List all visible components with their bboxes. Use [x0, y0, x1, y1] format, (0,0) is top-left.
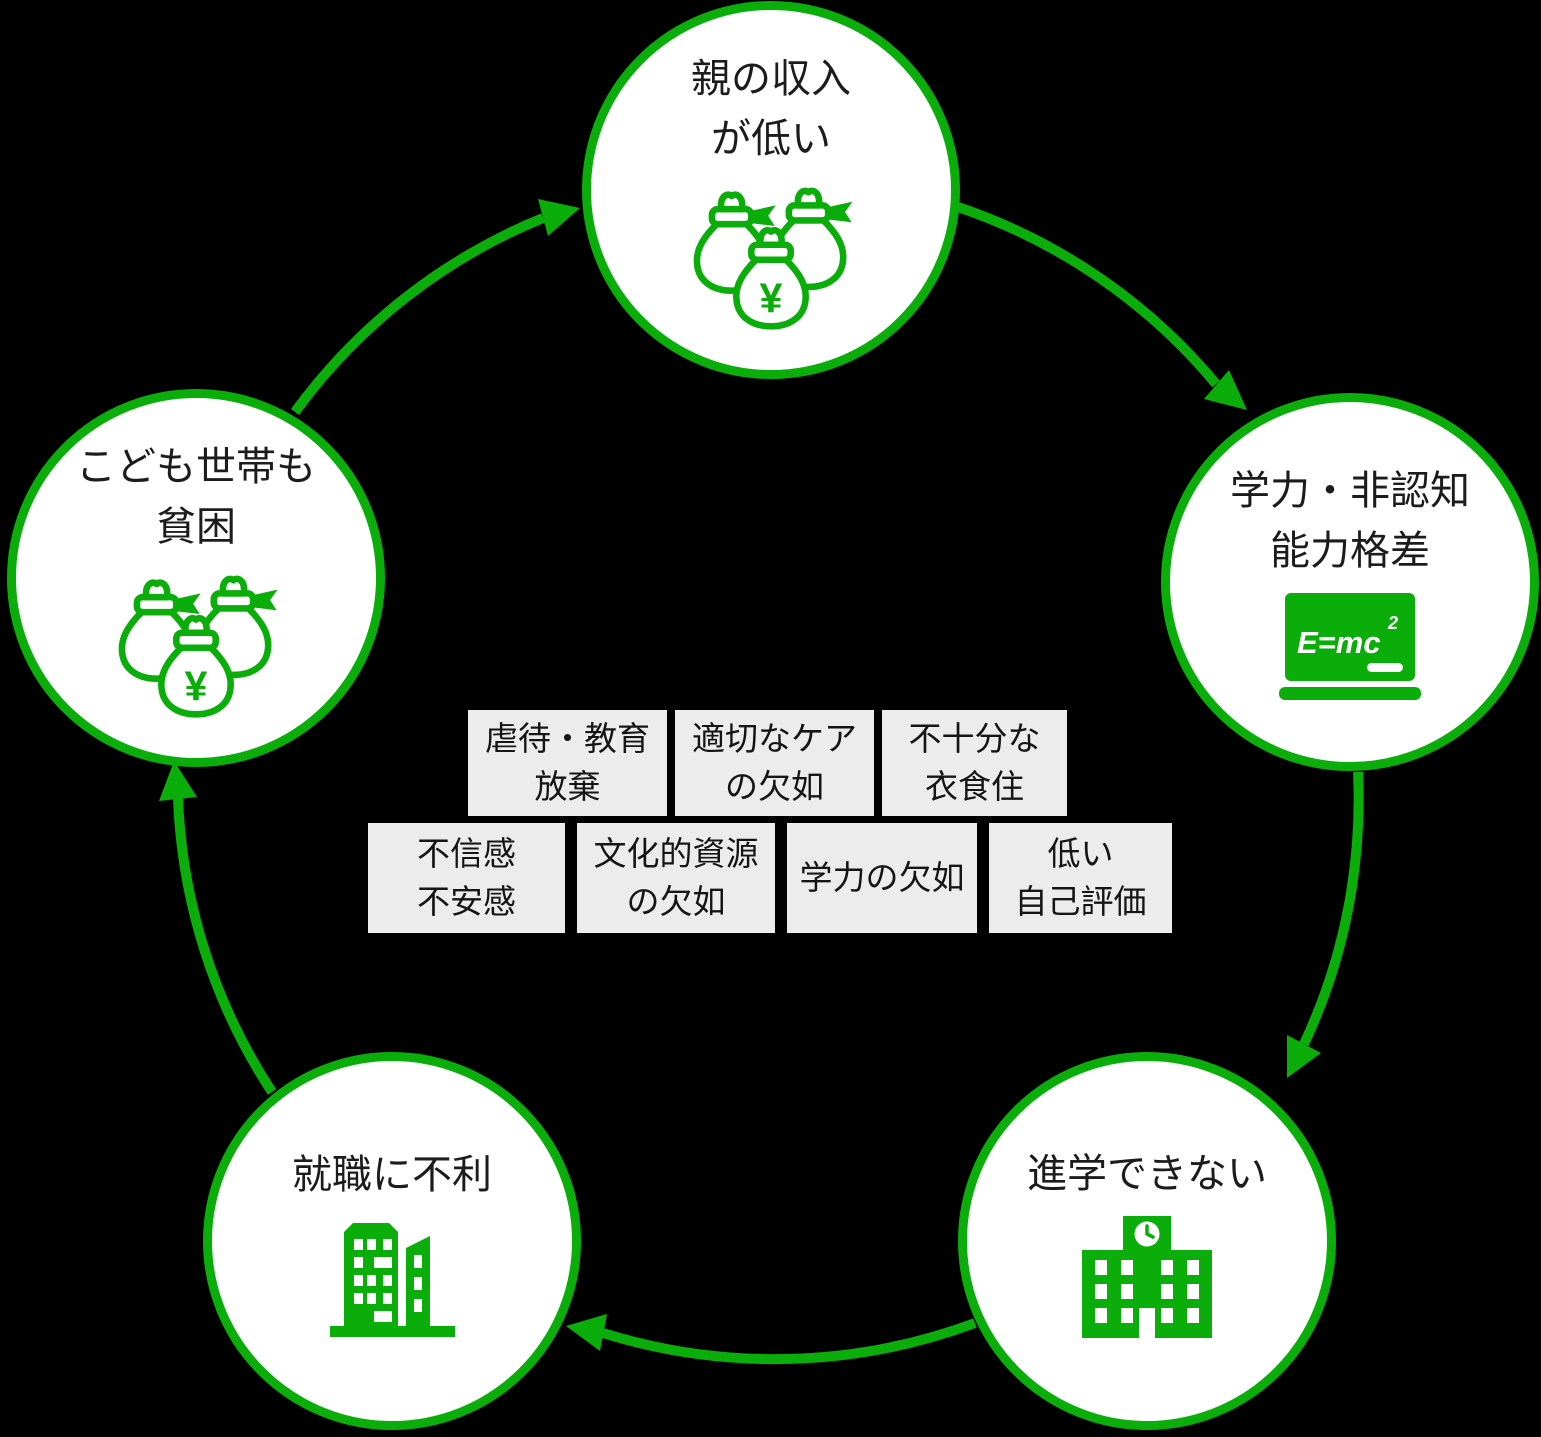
node-parent-low-income: 親の収入 が低い ¥: [582, 1, 960, 379]
arc-bottom-left-to-left: [173, 797, 277, 1095]
factor-box: 不信感不安感: [368, 823, 565, 933]
arrowhead-icon: [566, 1314, 607, 1351]
factor-box: 適切なケアの欠如: [675, 710, 874, 816]
arrowhead-icon: [159, 761, 197, 801]
factor-box: 学力の欠如: [787, 823, 977, 933]
arc-left-to-top: [290, 213, 545, 415]
node-child-household-poverty: こども世帯も 貧困 ¥: [7, 389, 385, 767]
blackboard-icon: E=mc 2: [1279, 593, 1421, 700]
factor-box: 不十分な衣食住: [882, 710, 1067, 816]
svg-text:E=mc: E=mc: [1297, 625, 1381, 660]
factor-box: 虐待・教育放棄: [468, 710, 667, 816]
svg-text:¥: ¥: [760, 275, 783, 321]
factor-box: 低い自己評価: [989, 823, 1172, 933]
arrowhead-icon: [538, 199, 580, 236]
node-label: 親の収入 が低い: [691, 57, 851, 161]
money-bags-icon: ¥: [683, 181, 859, 331]
node-employment-disadvantage: 就職に不利: [203, 1052, 581, 1430]
money-bags-icon: ¥: [108, 569, 284, 719]
arc-right-to-bottom-right: [1299, 771, 1364, 1047]
svg-text:¥: ¥: [185, 663, 208, 709]
svg-text:2: 2: [1387, 613, 1398, 633]
arrowhead-icon: [1204, 370, 1247, 410]
node-label: 進学できない: [1027, 1152, 1267, 1196]
node-label: 就職に不利: [292, 1153, 492, 1197]
factor-box: 文化的資源の欠如: [577, 823, 775, 933]
arrowhead-icon: [1287, 1035, 1321, 1078]
node-label: 学力・非認知 能力格差: [1230, 469, 1470, 573]
node-cannot-advance-school: 進学できない: [958, 1052, 1336, 1430]
school-icon: [1082, 1216, 1212, 1338]
office-buildings-icon: [329, 1223, 455, 1337]
factor-row-bottom: 不信感不安感 文化的資源の欠如 学力の欠如 低い自己評価: [368, 823, 1172, 933]
arc-bottom-right-to-bottom-left: [601, 1318, 977, 1365]
arc-top-to-right: [956, 202, 1220, 388]
node-ability-gap: 学力・非認知 能力格差 E=mc 2: [1161, 393, 1539, 771]
node-label: こども世帯も 貧困: [76, 445, 316, 549]
factor-row-top: 虐待・教育放棄 適切なケアの欠如 不十分な衣食住: [468, 710, 1067, 816]
